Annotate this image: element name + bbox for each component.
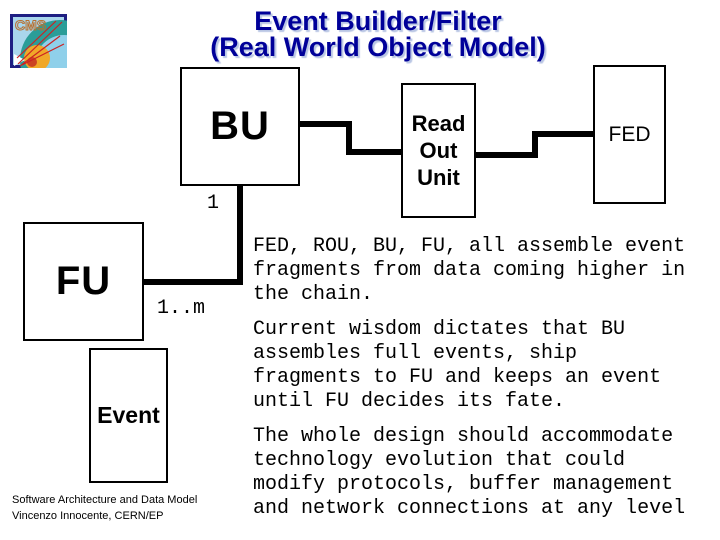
footer-line-1: Software Architecture and Data Model bbox=[12, 494, 198, 506]
multiplicity-label-fu: 1..m bbox=[157, 297, 206, 320]
footer: Software Architecture and Data Model Vin… bbox=[12, 492, 197, 524]
connector-rou-fed-segment-2 bbox=[532, 131, 538, 158]
body-paragraph-1: FED, ROU, BU, FU, all assemble event fra… bbox=[253, 235, 686, 306]
cms-logo-tracks bbox=[16, 20, 65, 67]
connector-rou-fed-segment-1 bbox=[476, 152, 538, 158]
connector-bu-rou-segment-2 bbox=[346, 121, 352, 155]
box-readout-unit-label: Read Out Unit bbox=[411, 111, 466, 190]
cms-logo-text: CMS bbox=[15, 17, 46, 33]
connector-bu-rou-segment-1 bbox=[300, 121, 352, 127]
connector-rou-fed-segment-3 bbox=[532, 131, 593, 137]
connector-bu-fu-vertical bbox=[237, 186, 243, 285]
box-bu-label: BU bbox=[210, 104, 270, 148]
cms-logo: CMS bbox=[10, 14, 67, 68]
footer-line-2: Vincenzo Innocente, CERN/EP bbox=[12, 510, 164, 522]
box-event-label: Event bbox=[97, 402, 160, 428]
title-line-2: (Real World Object Model) bbox=[210, 32, 546, 62]
box-fed: FED bbox=[593, 65, 666, 204]
cms-logo-white-wedge bbox=[14, 54, 25, 66]
body-text: FED, ROU, BU, FU, all assemble event fra… bbox=[253, 235, 698, 532]
multiplicity-label-bu: 1 bbox=[207, 192, 220, 215]
box-event: Event bbox=[89, 348, 168, 483]
title-line-1: Event Builder/Filter bbox=[254, 6, 502, 36]
connector-bu-fu-horizontal bbox=[144, 279, 243, 285]
body-paragraph-3: The whole design should accommodate tech… bbox=[253, 425, 686, 520]
box-fed-label: FED bbox=[608, 122, 651, 146]
box-bu: BU bbox=[180, 67, 300, 186]
page-title: Event Builder/Filter (Real World Object … bbox=[36, 6, 720, 62]
body-paragraph-2: Current wisdom dictates that BU assemble… bbox=[253, 318, 662, 413]
connector-bu-rou-segment-3 bbox=[346, 149, 401, 155]
box-fu: FU bbox=[23, 222, 144, 341]
box-fu-label: FU bbox=[55, 259, 112, 303]
box-readout-unit: Read Out Unit bbox=[401, 83, 476, 218]
